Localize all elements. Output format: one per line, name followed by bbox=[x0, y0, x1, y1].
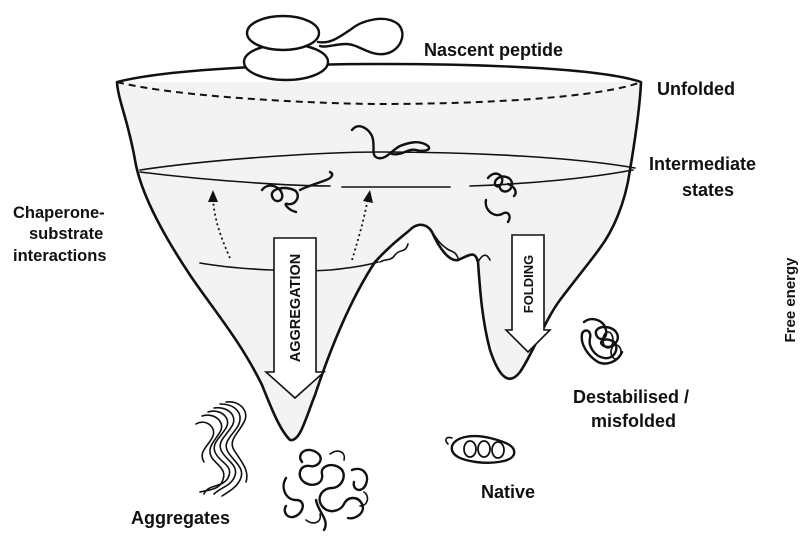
label-destabilised: Destabilised / bbox=[573, 387, 689, 407]
label-intermediate: Intermediate bbox=[649, 154, 756, 174]
ribosome-icon bbox=[244, 16, 402, 80]
label-misfolded: misfolded bbox=[591, 411, 676, 431]
label-interactions: interactions bbox=[13, 247, 107, 265]
aggregate-clump-icon bbox=[284, 450, 368, 530]
label-aggregates: Aggregates bbox=[131, 508, 230, 528]
label-native: Native bbox=[481, 482, 535, 502]
aggregation-arrow-label: AGGREGATION bbox=[288, 254, 304, 362]
aggregate-fibril-icon bbox=[196, 402, 247, 496]
funnel-body bbox=[117, 82, 641, 440]
label-substrate: substrate bbox=[29, 225, 103, 243]
label-intermediate-states: states bbox=[682, 180, 734, 200]
native-chain-icon bbox=[446, 436, 514, 463]
funnel-rim-back bbox=[117, 64, 641, 82]
label-unfolded: Unfolded bbox=[657, 79, 735, 99]
label-chaperone: Chaperone- bbox=[13, 204, 105, 222]
misfolded-chain-icon bbox=[582, 319, 622, 363]
label-free-energy: Free energy bbox=[782, 257, 799, 343]
label-nascent-peptide: Nascent peptide bbox=[424, 40, 563, 60]
folding-arrow-label: FOLDING bbox=[521, 255, 536, 314]
